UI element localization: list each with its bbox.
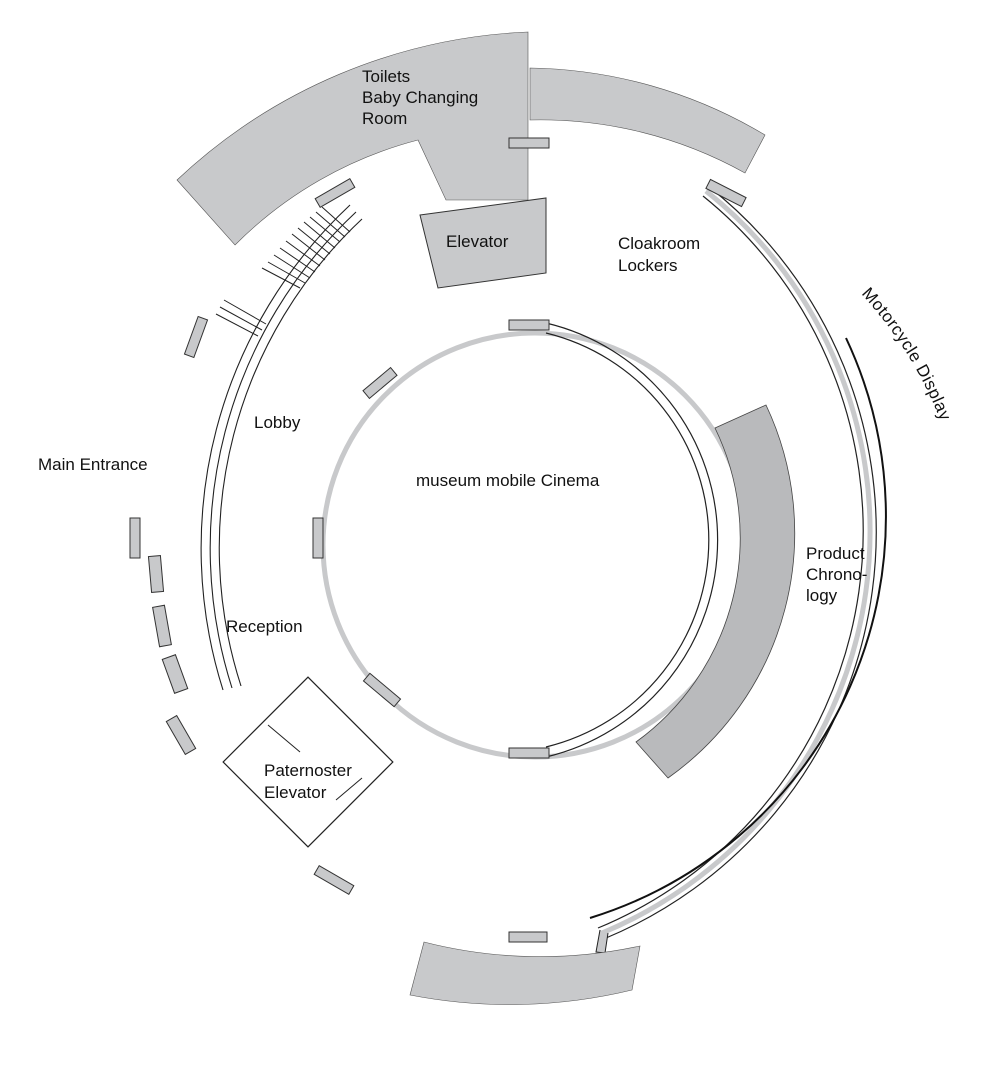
label-main-entrance: Main Entrance xyxy=(38,455,148,474)
motorcycle-wall-end-top xyxy=(705,178,747,208)
lower-gallery-block xyxy=(409,941,641,1005)
label-room: Room xyxy=(362,109,407,128)
cinema-door-top xyxy=(508,319,550,331)
label-lockers: Lockers xyxy=(618,256,678,275)
label-cloakroom: Cloakroom xyxy=(618,234,700,253)
label-lobby: Lobby xyxy=(254,413,301,432)
motorcycle-display-wall-outer xyxy=(605,185,877,939)
staircase-hatch xyxy=(215,206,351,337)
wall-marker-top xyxy=(508,137,550,149)
label-motorcycle-display: Motorcycle Display xyxy=(858,284,955,424)
label-product: Product xyxy=(806,544,865,563)
cinema-door-bottom xyxy=(508,747,550,759)
cinema-wall-east-inner xyxy=(545,332,710,748)
motorcycle-wall-step xyxy=(595,929,609,954)
paternoster-elevator xyxy=(222,676,394,848)
label-paternoster: Paternoster xyxy=(264,761,352,780)
label-motorcycle-display-path: Motorcycle Display xyxy=(858,284,954,424)
wall-marker-bottom xyxy=(508,931,548,943)
door-markers xyxy=(129,177,402,896)
motorcycle-inner-rail xyxy=(589,337,887,919)
label-cinema: museum mobile Cinema xyxy=(416,471,600,490)
label-toilets: Toilets xyxy=(362,67,410,86)
elevator-block xyxy=(419,197,547,289)
product-chronology-block xyxy=(635,404,796,779)
toilets-area xyxy=(176,31,529,246)
lobby-wall-3 xyxy=(218,218,363,687)
label-paternoster-elevator: Elevator xyxy=(264,783,327,802)
label-baby-changing: Baby Changing xyxy=(362,88,478,107)
upper-gallery-block xyxy=(529,67,766,174)
label-chronology-2: logy xyxy=(806,586,838,605)
label-chronology-1: Chrono- xyxy=(806,565,867,584)
motorcycle-display-band xyxy=(601,189,873,936)
label-reception: Reception xyxy=(226,617,303,636)
label-elevator: Elevator xyxy=(446,232,509,251)
lobby-wall-2 xyxy=(209,211,357,689)
cinema-wall-east xyxy=(545,322,719,758)
lobby-wall-1 xyxy=(200,204,351,691)
